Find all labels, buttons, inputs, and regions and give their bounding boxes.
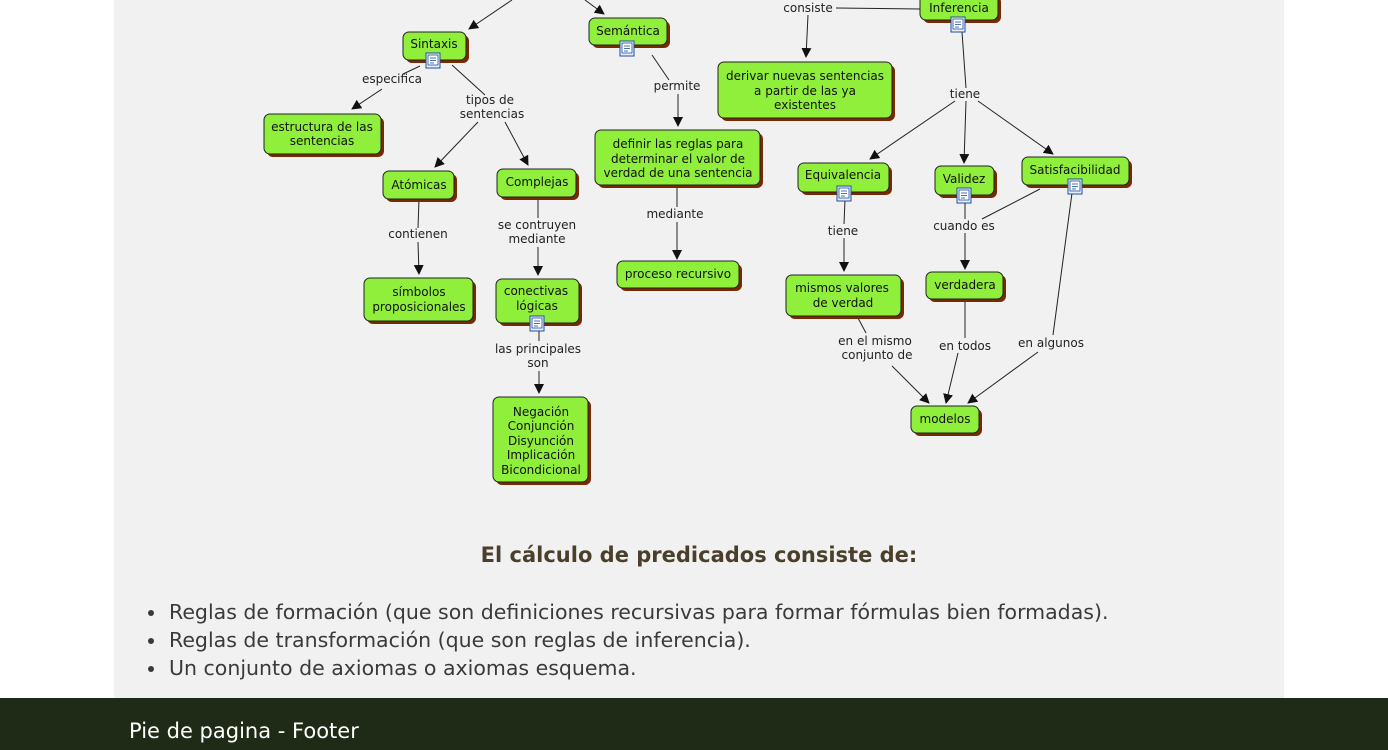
- svg-text:Disyunción: Disyunción: [508, 434, 574, 448]
- svg-text:Inferencia: Inferencia: [929, 1, 989, 15]
- document-icon[interactable]: [529, 315, 545, 332]
- svg-text:verdad de una sentencia: verdad de una sentencia: [603, 166, 752, 180]
- footer-text: Pie de pagina - Footer: [129, 719, 359, 743]
- node-validez[interactable]: Validez: [934, 165, 997, 198]
- svg-text:Validez: Validez: [943, 172, 986, 186]
- link-tiene-inferencia: tiene: [950, 87, 980, 101]
- svg-text:estructura de las: estructura de las: [271, 120, 373, 134]
- svg-text:sentencias: sentencias: [290, 134, 354, 148]
- node-atomicas[interactable]: Atómicas: [382, 170, 457, 202]
- svg-text:símbolos: símbolos: [392, 285, 445, 299]
- node-derivar[interactable]: derivar nuevas sentencias a partir de la…: [717, 61, 895, 121]
- svg-text:Complejas: Complejas: [506, 175, 569, 189]
- node-modelos[interactable]: modelos: [910, 405, 982, 436]
- link-tipos-2: sentencias: [460, 107, 524, 121]
- node-operadores[interactable]: Negación Conjunción Disyunción Implicaci…: [492, 396, 591, 485]
- svg-text:conectivas: conectivas: [504, 284, 568, 298]
- link-se-construyen-2: mediante: [508, 232, 565, 246]
- svg-text:lógicas: lógicas: [516, 299, 558, 313]
- link-especifica: especifica: [362, 72, 422, 86]
- node-semantica[interactable]: Semántica: [588, 17, 670, 48]
- link-en-algunos: en algunos: [1018, 336, 1084, 350]
- link-contienen: contienen: [388, 227, 448, 241]
- svg-text:proposicionales: proposicionales: [372, 300, 465, 314]
- node-definir[interactable]: definir las reglas para determinar el va…: [594, 129, 763, 188]
- section-heading: El cálculo de predicados consiste de:: [480, 543, 918, 567]
- link-cuando-es: cuando es: [933, 219, 995, 233]
- link-mismo-conjunto-1: en el mismo: [838, 334, 912, 348]
- svg-text:existentes: existentes: [774, 98, 836, 112]
- link-mediante: mediante: [646, 207, 703, 221]
- link-principales-1: las principales: [495, 342, 581, 356]
- svg-text:definir las reglas para: definir las reglas para: [613, 137, 744, 151]
- node-complejas[interactable]: Complejas: [496, 168, 579, 200]
- svg-text:de verdad: de verdad: [813, 296, 874, 310]
- svg-text:Negación: Negación: [513, 405, 569, 419]
- node-satisfacibilidad[interactable]: Satisfacibilidad: [1021, 156, 1132, 188]
- svg-text:Semántica: Semántica: [596, 24, 660, 38]
- svg-text:Equivalencia: Equivalencia: [805, 168, 881, 182]
- svg-text:proceso recursivo: proceso recursivo: [625, 267, 731, 281]
- list-item: Reglas de transformación (que son reglas…: [147, 626, 1108, 654]
- link-en-todos: en todos: [939, 339, 991, 353]
- node-proceso[interactable]: proceso recursivo: [616, 260, 742, 291]
- map-link-labels: consiste especifica tipos de sentencias …: [362, 0, 1084, 370]
- node-estructura[interactable]: estructura de las sentencias: [263, 113, 384, 157]
- svg-text:derivar nuevas sentencias: derivar nuevas sentencias: [726, 69, 884, 83]
- list-item: Un conjunto de axiomas o axiomas esquema…: [147, 654, 1108, 682]
- document-icon[interactable]: [619, 40, 635, 57]
- svg-text:verdadera: verdadera: [934, 278, 995, 292]
- svg-text:Sintaxis: Sintaxis: [410, 37, 457, 51]
- svg-text:Atómicas: Atómicas: [391, 178, 446, 192]
- list-item: Reglas de formación (que son definicione…: [147, 600, 1109, 624]
- link-mismo-conjunto-2: conjunto de: [842, 348, 913, 362]
- svg-text:Bicondicional: Bicondicional: [501, 463, 581, 477]
- document-icon[interactable]: [425, 52, 441, 69]
- node-mismos[interactable]: mismos valores de verdad: [785, 274, 904, 319]
- svg-text:Implicación: Implicación: [507, 448, 575, 462]
- svg-text:Satisfacibilidad: Satisfacibilidad: [1030, 163, 1121, 177]
- node-verdadera[interactable]: verdadera: [925, 271, 1006, 302]
- map-edges: [351, 0, 1073, 404]
- document-icon[interactable]: [950, 16, 966, 33]
- link-tipos-1: tipos de: [466, 93, 514, 107]
- node-conectivas[interactable]: conectivas lógicas: [495, 278, 582, 326]
- bullet-list: Reglas de formación (que son definicione…: [147, 598, 1109, 682]
- node-inferencia[interactable]: Inferencia: [919, 0, 1001, 23]
- concept-map: consiste especifica tipos de sentencias …: [263, 0, 1132, 485]
- link-principales-2: son: [527, 356, 548, 370]
- link-consiste: consiste: [783, 1, 832, 15]
- svg-text:modelos: modelos: [920, 412, 971, 426]
- svg-text:Conjunción: Conjunción: [508, 419, 575, 433]
- link-tiene-equivalencia: tiene: [828, 224, 858, 238]
- document-icon[interactable]: [956, 187, 972, 204]
- node-equivalencia[interactable]: Equivalencia: [797, 162, 892, 195]
- footer: [0, 698, 1388, 750]
- svg-text:a partir de las ya: a partir de las ya: [754, 84, 856, 98]
- link-permite: permite: [654, 79, 701, 93]
- link-se-construyen-1: se contruyen: [498, 218, 576, 232]
- svg-text:mismos valores: mismos valores: [795, 281, 889, 295]
- main-content: consiste especifica tipos de sentencias …: [114, 0, 1284, 698]
- document-icon[interactable]: [1067, 178, 1083, 195]
- svg-text:determinar el valor de: determinar el valor de: [611, 152, 745, 166]
- node-simbolos[interactable]: símbolos proposicionales: [363, 277, 476, 324]
- document-icon[interactable]: [836, 185, 852, 202]
